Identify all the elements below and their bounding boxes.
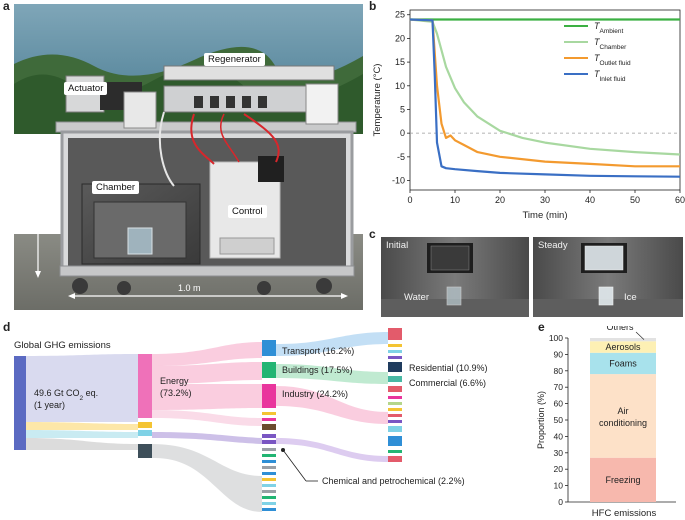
panel-letter-d: d — [3, 320, 11, 334]
y-tick-label: 10 — [395, 81, 405, 91]
residential-label: Residential (10.9%) — [409, 363, 488, 373]
y-tick-label: 25 — [395, 10, 405, 20]
energy-value: (73.2%) — [160, 388, 192, 398]
y-tick-label: 40 — [554, 431, 564, 441]
x-tick-label: 50 — [630, 195, 640, 205]
y-tick-label: 15 — [395, 57, 405, 67]
height-dimension-label: 0.5 m — [12, 193, 23, 217]
panel-letter-e: e — [538, 320, 545, 334]
x-tick-label: 0 — [407, 195, 412, 205]
bar-segment-foams — [590, 352, 656, 375]
y-tick-label: 20 — [395, 33, 405, 43]
x-tick-label: 60 — [675, 195, 685, 205]
legend-entry: TAmbient — [594, 21, 624, 35]
y-tick-label: 10 — [554, 481, 564, 491]
panel-letter-a: a — [3, 0, 10, 13]
segment-label: Foams — [609, 358, 637, 368]
y-tick-label: 0 — [558, 497, 563, 507]
x-tick-label: 20 — [495, 195, 505, 205]
actuator-label: Actuator — [64, 82, 108, 95]
y-tick-label: 20 — [554, 464, 564, 474]
series-line-outlet-fluid — [409, 18, 680, 168]
transport-label: Transport (16.2%) — [282, 346, 354, 356]
y-tick-label: -10 — [392, 176, 405, 186]
y-tick-label: 80 — [554, 366, 564, 376]
width-dimension-label: 1.0 m — [178, 283, 201, 293]
sankey-title: Global GHG emissions — [14, 340, 111, 351]
x-tick-label: 30 — [540, 195, 550, 205]
y-tick-label: 60 — [554, 399, 564, 409]
water-label: Water — [404, 292, 429, 303]
y-tick-label: 100 — [549, 333, 563, 343]
x-tick-label: 40 — [585, 195, 595, 205]
buildings-label: Buildings (17.5%) — [282, 365, 353, 375]
y-tick-label: 70 — [554, 382, 564, 392]
segment-label: conditioning — [599, 418, 647, 428]
industry-label: Industry (24.2%) — [282, 389, 348, 399]
bar-segment-air-conditioning — [590, 374, 656, 458]
y-tick-label: 50 — [554, 415, 564, 425]
control-label: Control — [228, 205, 267, 218]
y-tick-label: 90 — [554, 349, 564, 359]
sankey-source-label: 49.6 Gt CO2 eq. — [34, 388, 98, 402]
commercial-label: Commercial (6.6%) — [409, 378, 486, 388]
chamber-photos-illustration — [381, 237, 683, 317]
panel-letter-b: b — [369, 0, 377, 13]
y-tick-label: 30 — [554, 448, 564, 458]
chamber-label: Chamber — [92, 181, 140, 194]
segment-label: Others — [606, 326, 634, 332]
legend-entry: TOutlet fluid — [594, 53, 631, 67]
y-tick-label: 5 — [400, 104, 405, 114]
ghg-sankey: Global GHG emissions 49.6 Gt CO2 eq. (1 … — [14, 328, 488, 512]
legend-entry: TChamber — [594, 37, 627, 51]
segment-label: Freezing — [605, 475, 640, 485]
chamber-photos — [381, 237, 683, 317]
y-tick-label: -5 — [397, 152, 405, 162]
bar-segment-freezing — [590, 457, 656, 502]
others-leader — [635, 331, 645, 340]
device-photo-illustration — [14, 4, 363, 310]
segment-label: Air — [618, 406, 629, 416]
legend-entry: TInlet fluid — [594, 69, 626, 83]
device-photo — [14, 4, 363, 310]
x-tick-label: 10 — [450, 195, 460, 205]
bar-segment-aerosols — [590, 341, 656, 353]
series-line-inlet-fluid — [409, 18, 681, 178]
y-axis-label: Proportion (%) — [536, 391, 546, 449]
segment-label: Aerosols — [605, 342, 641, 352]
y-tick-label: 0 — [400, 128, 405, 138]
regenerator-label: Regenerator — [204, 53, 265, 66]
bar-segment-others — [590, 338, 656, 342]
steady-label: Steady — [538, 240, 568, 251]
panel-letter-c: c — [369, 227, 376, 241]
y-axis-label: Temperature (°C) — [372, 64, 383, 137]
series-line-chamber — [409, 18, 681, 156]
energy-label: Energy — [160, 376, 189, 386]
x-axis-label: HFC emissions — [592, 508, 657, 519]
sankey-source-period: (1 year) — [34, 400, 65, 410]
initial-label: Initial — [386, 240, 409, 251]
chemical-callout: Chemical and petrochemical (2.2%) — [322, 476, 465, 486]
plot-frame — [409, 9, 681, 191]
ice-label: Ice — [624, 292, 637, 303]
x-axis-label: Time (min) — [522, 210, 567, 221]
